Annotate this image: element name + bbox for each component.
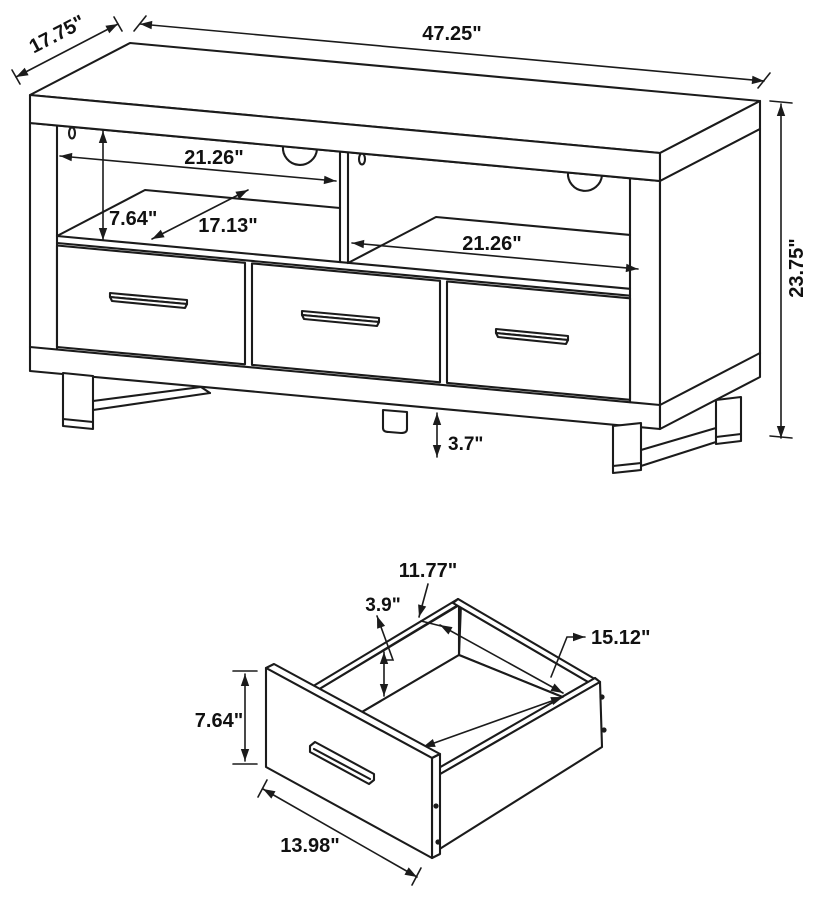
drawer-inner-dimensions: 3.9" 11.77" 15.12" (365, 560, 651, 748)
dim-console-width: 47.25" (133, 15, 771, 89)
drawer-handle-3 (494, 327, 570, 346)
dim-leg-height-label: 3.7" (448, 434, 483, 455)
dim-drawer-front-width: 13.98" (257, 779, 422, 886)
dim-console-height: 23.75" (769, 100, 808, 439)
dim-console-width-label: 47.25" (422, 23, 482, 45)
dim-right-compartment-width-label: 21.26" (462, 233, 522, 255)
dim-drawer-inner-height: 3.9" (365, 595, 401, 697)
dim-drawer-front-height-label: 7.64" (195, 710, 243, 732)
dim-compartment-depth-label: 17.13" (198, 215, 258, 237)
drawer-panel-dimensions: 7.64" 13.98" (195, 670, 422, 886)
left-compartment-floor (55, 188, 342, 238)
console-right-panel (658, 127, 762, 431)
drawer-handle-1 (108, 291, 189, 310)
drawer-figure: 3.9" 11.77" 15.12" (195, 560, 651, 886)
dim-drawer-inner-width: 11.77" (399, 560, 564, 694)
dim-drawer-inner-height-label: 3.9" (365, 595, 400, 616)
dim-console-height-label: 23.75" (786, 238, 808, 298)
dim-drawer-inner-depth: 15.12" (422, 627, 651, 748)
left-sled-leg (61, 371, 212, 431)
drawer-handle-2 (300, 309, 381, 328)
right-sled-leg (611, 395, 743, 475)
console-structure (28, 41, 762, 475)
console-figure: 17.75" 47.25" 23.75" 21.26" 21.26" (11, 11, 808, 475)
dim-right-compartment-width: 21.26" (351, 233, 639, 273)
dim-left-compartment-width-label: 21.26" (184, 147, 244, 169)
cable-hole-right (566, 171, 604, 192)
dim-compartment-depth: 17.13" (151, 189, 258, 240)
dim-console-depth-label: 17.75" (26, 11, 89, 58)
dim-drawer-inner-depth-label: 15.12" (591, 627, 651, 649)
drawer-detail-handle (308, 740, 376, 786)
dim-drawer-inner-width-label: 11.77" (399, 560, 457, 582)
dim-leg-height: 3.7" (432, 412, 483, 458)
dim-compartment-height: 7.64" (98, 130, 157, 241)
center-leg (381, 408, 409, 435)
dim-drawer-front-height: 7.64" (195, 670, 258, 765)
dim-drawer-front-width-label: 13.98" (280, 835, 340, 857)
dim-compartment-height-label: 7.64" (109, 208, 157, 230)
